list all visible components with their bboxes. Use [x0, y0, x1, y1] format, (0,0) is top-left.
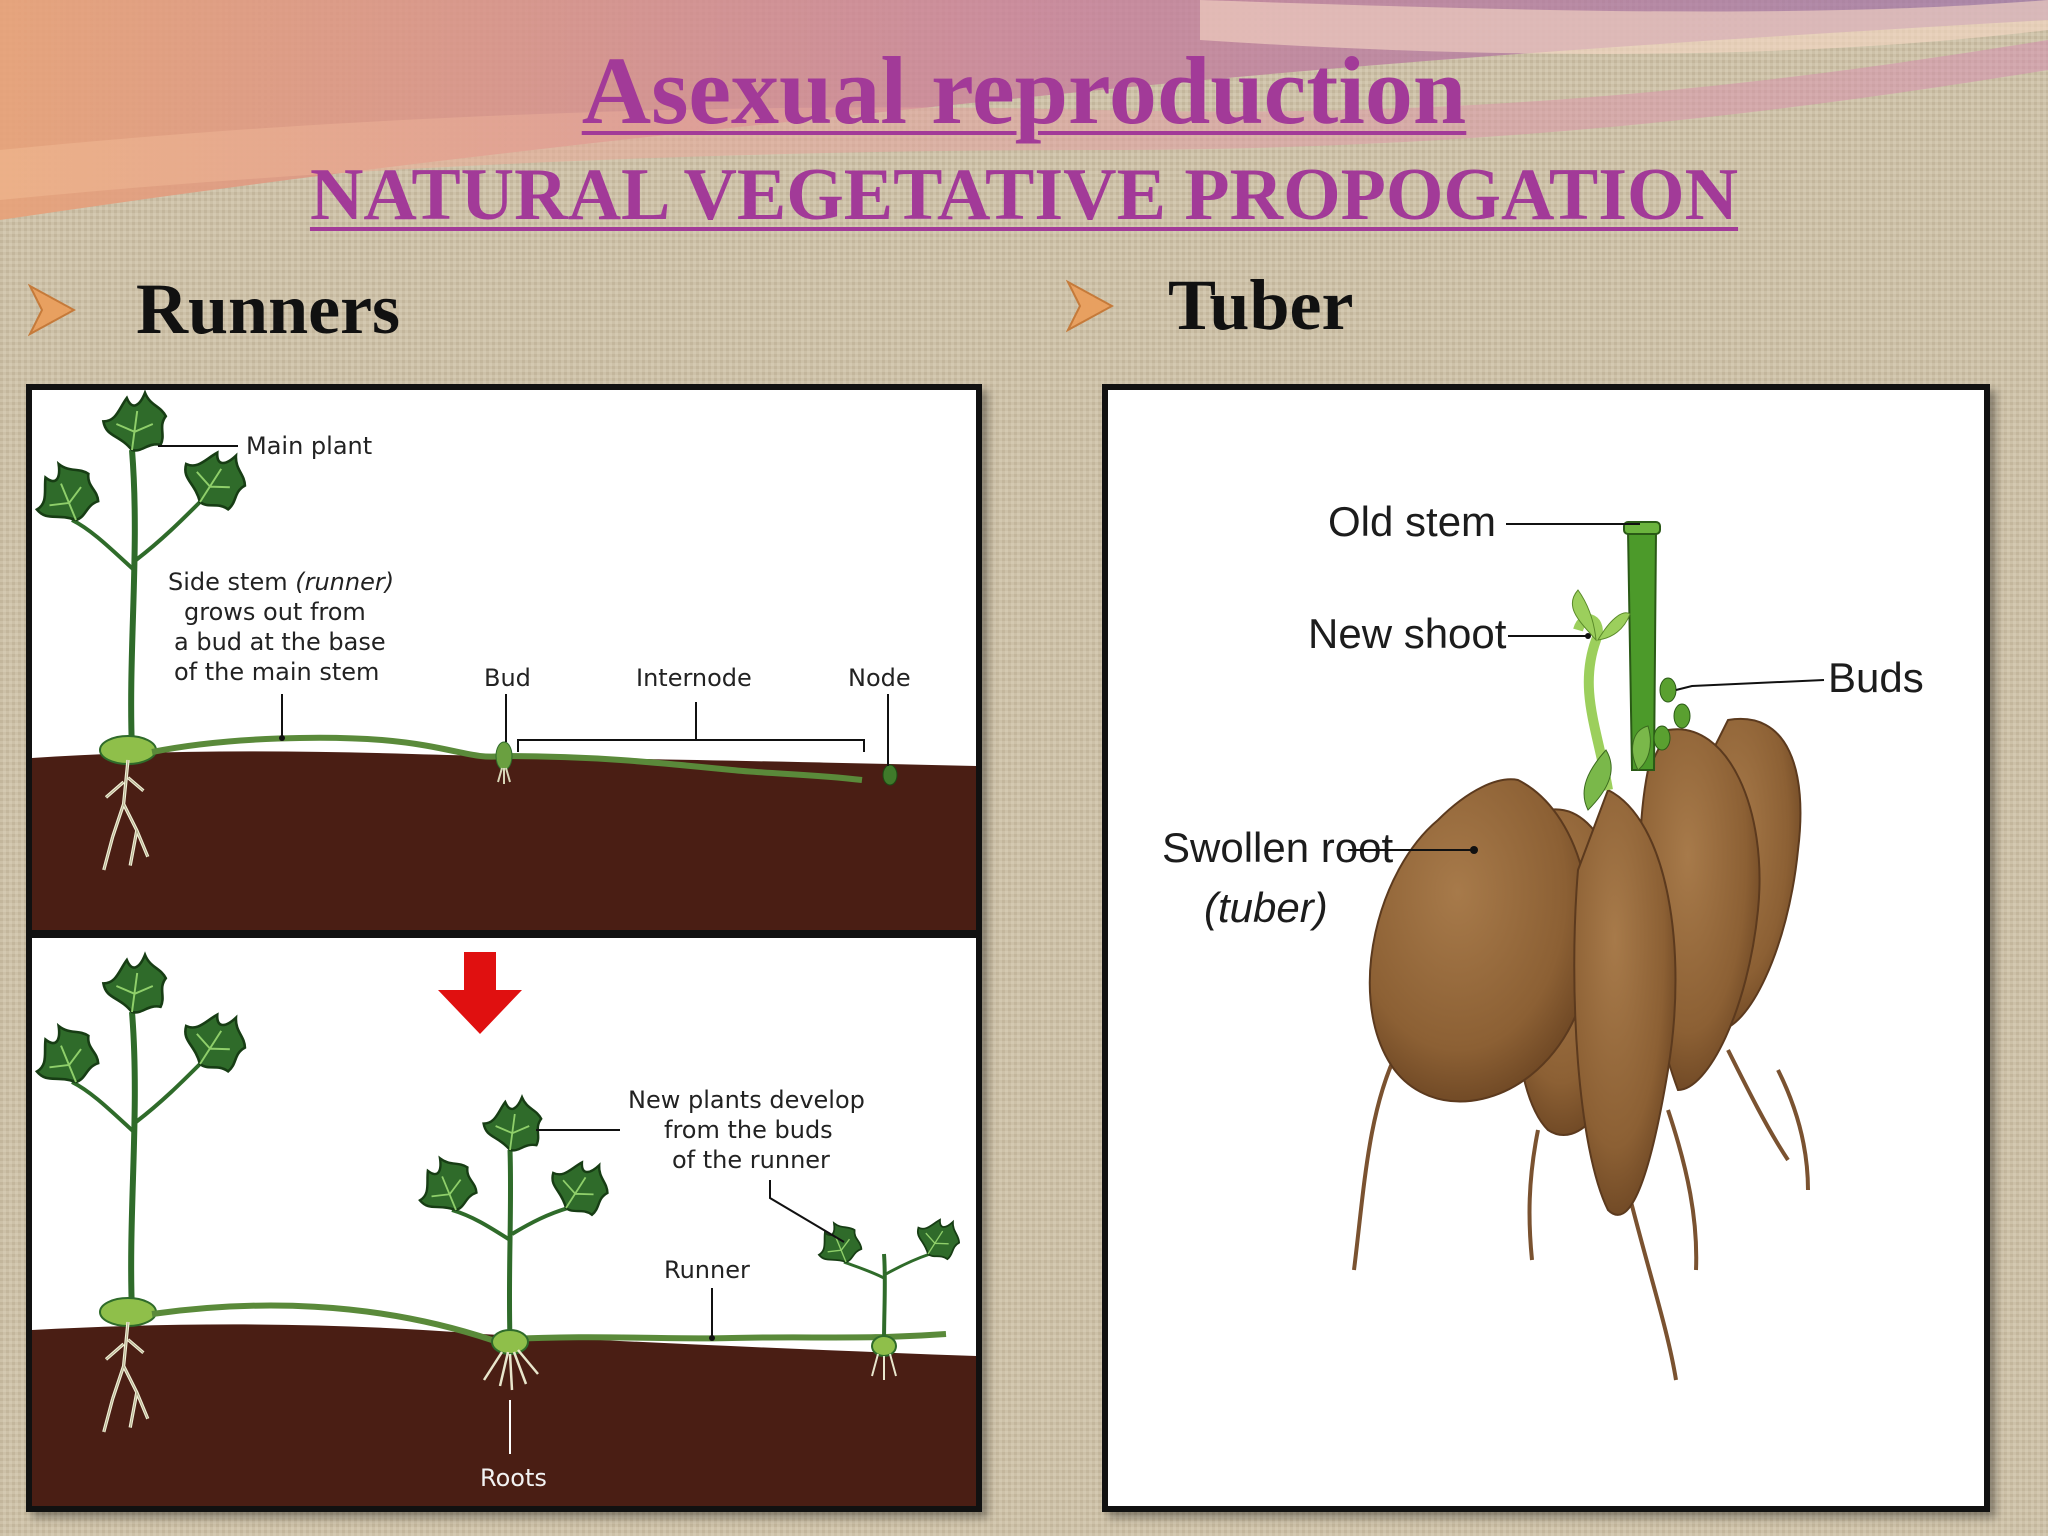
runners-illustration: Main plant Side stem (runner) grows out … [32, 391, 976, 1506]
label-old-stem: Old stem [1328, 498, 1496, 545]
scene-divider [32, 930, 976, 938]
runners-heading: Runners [28, 268, 400, 351]
new-plant-middle [405, 1095, 618, 1391]
label-side-stem-4: of the main stem [174, 658, 379, 686]
runners-heading-text: Runners [136, 269, 401, 349]
next-stage-arrow-icon [438, 952, 522, 1034]
label-runner: Runner [664, 1256, 750, 1284]
tuber-heading: Tuber [1066, 264, 1353, 347]
new-plant-small [808, 1208, 967, 1380]
label-buds: Buds [1828, 654, 1924, 701]
old-stem [1623, 521, 1661, 771]
label-side-stem-3: a bud at the base [174, 628, 386, 656]
slide-title: Asexual reproduction [581, 37, 1467, 144]
label-main-plant: Main plant [246, 432, 372, 460]
tuber-illustration: Old stem New shoot Buds Swollen root (tu… [1162, 498, 1924, 1381]
label-new-plants-3: of the runner [672, 1146, 830, 1174]
label-bud: Bud [484, 664, 531, 692]
label-roots: Roots [480, 1464, 547, 1492]
label-node: Node [848, 664, 911, 692]
label-tuber: (tuber) [1204, 884, 1328, 931]
soil-bottom [32, 1324, 976, 1506]
label-side-stem: Side stem (runner) [168, 568, 394, 596]
bud-shape [495, 741, 513, 771]
main-plant-bottom [32, 953, 257, 1434]
label-swollen-root: Swollen root [1162, 824, 1393, 871]
tuber-heading-text: Tuber [1168, 265, 1354, 345]
tuber-roots [1368, 717, 1802, 1216]
label-side-stem-2: grows out from [184, 598, 366, 626]
node-shape [882, 764, 898, 786]
soil-top [32, 751, 976, 930]
slide-subtitle: NATURAL VEGETATIVE PROPOGATION [309, 154, 1739, 236]
arrow-bullet-icon [28, 283, 76, 336]
arrow-bullet-icon [1066, 279, 1114, 332]
label-internode: Internode [636, 664, 752, 692]
label-new-plants-2: from the buds [664, 1116, 833, 1144]
label-new-shoot: New shoot [1308, 610, 1507, 657]
tuber-diagram: Old stem New shoot Buds Swollen root (tu… [1102, 384, 1990, 1512]
runners-diagram: Main plant Side stem (runner) grows out … [26, 384, 982, 1512]
label-new-plants-1: New plants develop [628, 1086, 865, 1114]
runner-stem-bottom [151, 1302, 947, 1344]
thin-roots [1352, 1049, 1810, 1381]
new-shoot [1571, 589, 1651, 811]
